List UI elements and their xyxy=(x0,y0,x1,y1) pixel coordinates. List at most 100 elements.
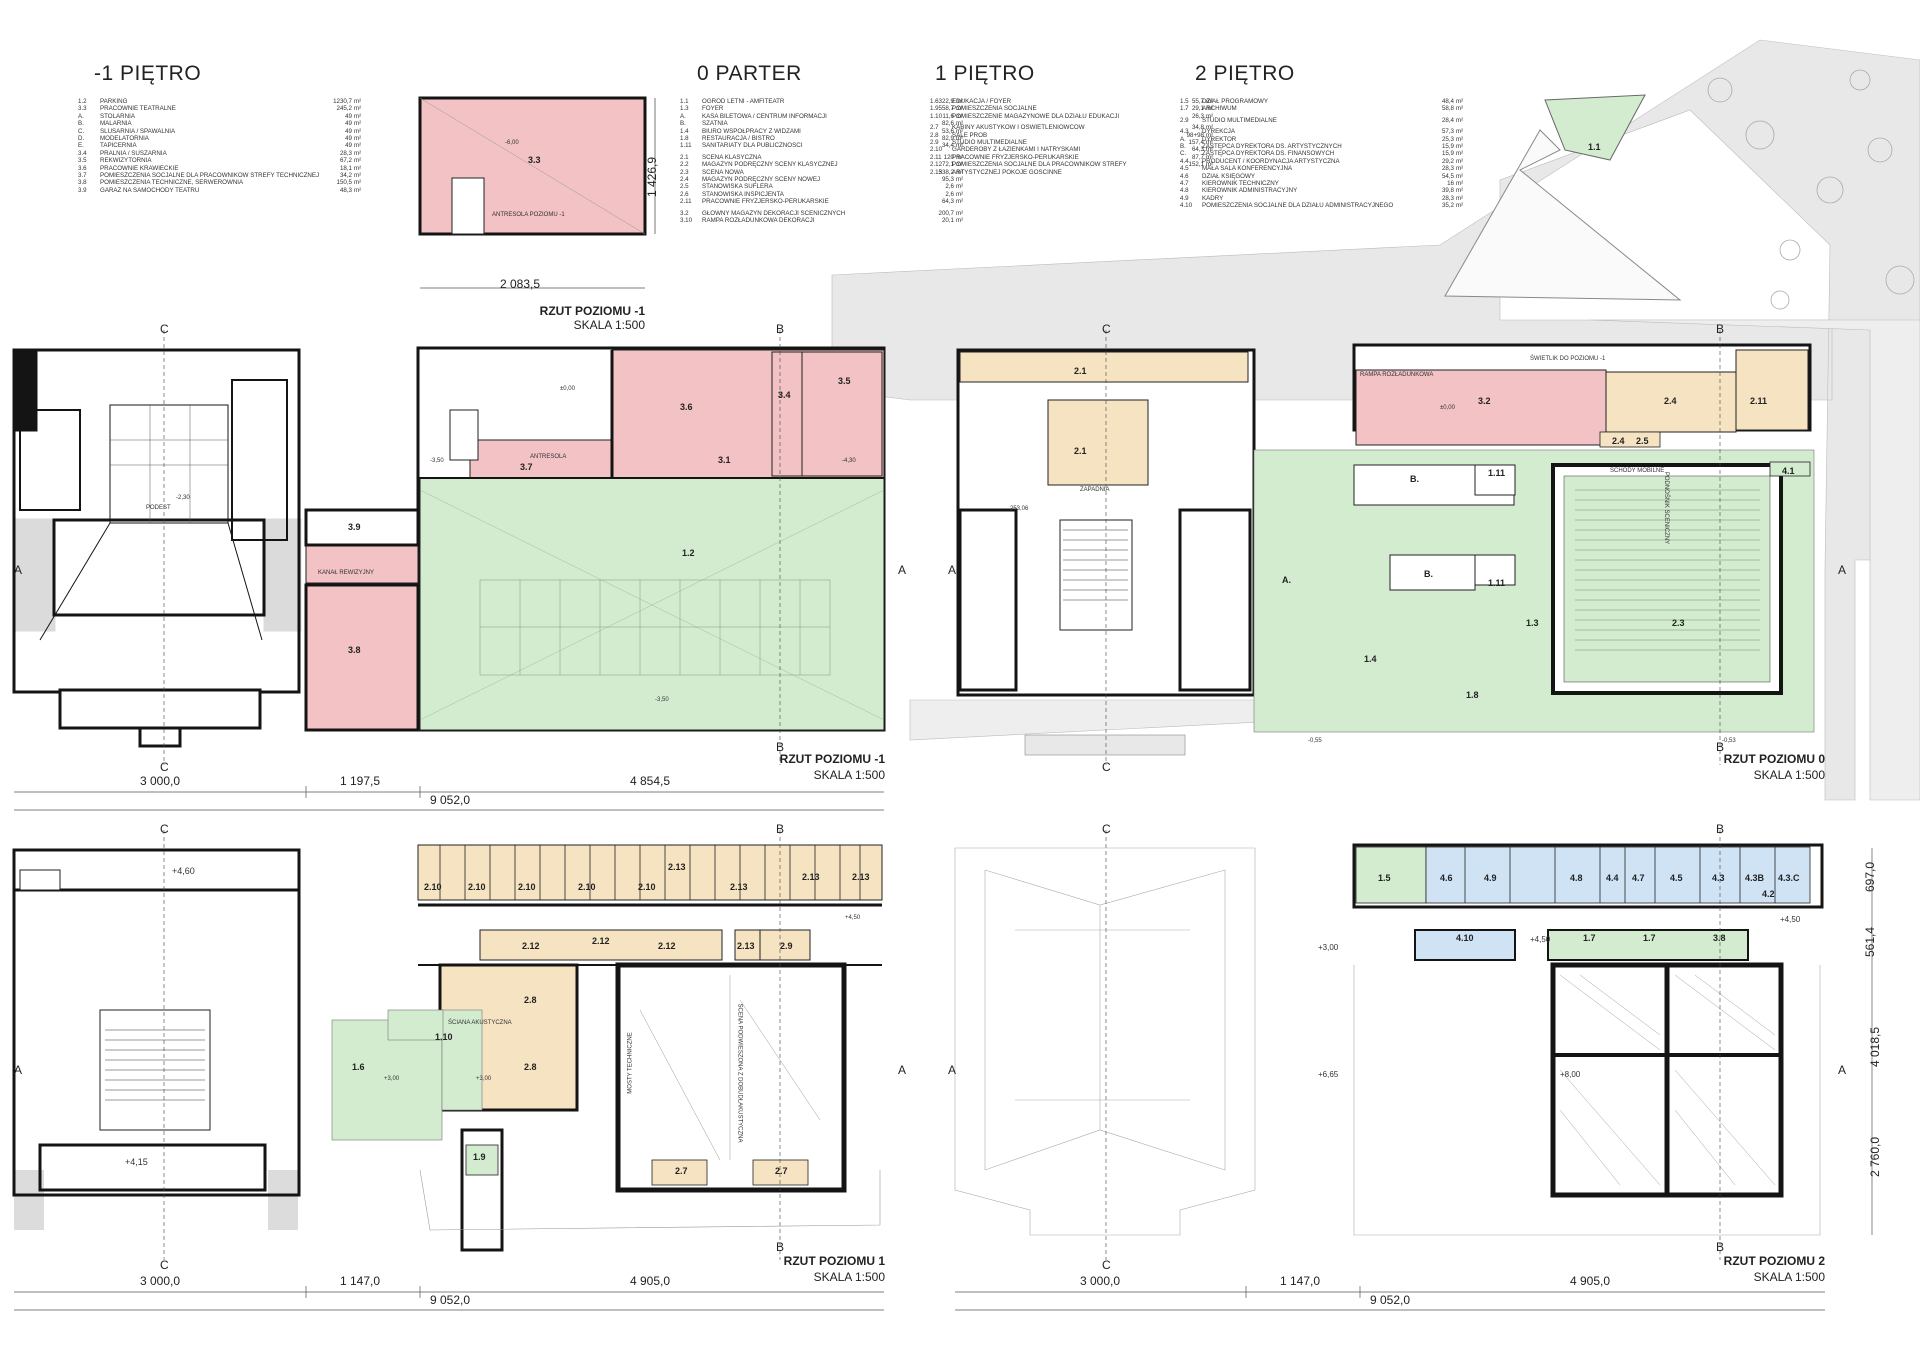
legend-code: 2.1 xyxy=(680,153,689,161)
legend-area: 35,2 xyxy=(1441,202,1454,210)
legend-unit: m² xyxy=(956,112,964,120)
inset-title: RZUT POZIOMU -1 xyxy=(539,304,645,318)
legend-unit: m² xyxy=(1456,98,1464,105)
legend-code: C. xyxy=(78,127,85,135)
legend-area: 157,4 xyxy=(1188,139,1204,147)
legend-code: 2.9 xyxy=(1180,116,1189,124)
section-marker-c-1-top: C xyxy=(160,822,169,836)
legend-unit: m² xyxy=(956,135,964,143)
legend-name: GŁÓWNY MAGAZYN DEKORACJI SCENICZNYCH xyxy=(702,209,846,217)
room-2-4-7: 4.7 xyxy=(1632,873,1645,883)
legend-area: 200,7 xyxy=(938,209,954,217)
level-2-d: +8,00 xyxy=(1560,1070,1581,1079)
legend-area: 82,6 xyxy=(941,120,954,128)
room-1-2-10e: 2.10 xyxy=(638,882,656,892)
level-minus1-e: -3,50 xyxy=(655,697,669,703)
legend-area: 15,9 xyxy=(1441,143,1454,151)
section-marker-a-0-right: A xyxy=(1838,563,1847,577)
room-0-2-1a: 2.1 xyxy=(1074,366,1087,376)
hatch-level2 xyxy=(1559,974,1776,1186)
dim-minus1-c: 4 854,5 xyxy=(629,774,671,788)
legend-code: 1.2 xyxy=(78,98,87,105)
legend-name: PRACOWNIE KRAWIECKIE xyxy=(100,164,179,172)
grid-minus1-historic xyxy=(110,405,228,523)
legend-unit: m² xyxy=(956,176,964,184)
legend-code: 3.2 xyxy=(680,209,689,217)
legend-name: MAGAZYN PODRĘCZNY SCENY NOWEJ xyxy=(702,176,821,184)
room-1-2-10d: 2.10 xyxy=(578,882,596,892)
legend-area: 11,6 xyxy=(942,112,954,120)
room-1-2-13c: 2.13 xyxy=(802,872,820,882)
legend-area: 49 xyxy=(345,120,352,128)
room-1-1-9: 1.9 xyxy=(473,1152,486,1162)
legend-code: 4.9 xyxy=(1180,194,1189,202)
legend-code: 4.10 xyxy=(1180,202,1193,210)
legend-area: 20,1 xyxy=(941,217,954,225)
legend-unit: m² xyxy=(354,164,362,172)
inset-minus1-plan xyxy=(418,96,656,289)
legend-area: 55,7 xyxy=(1191,98,1204,105)
level-1-e: +3,00 xyxy=(476,1076,492,1082)
legend-name: TAPICERNIA xyxy=(100,142,137,150)
level-2-c: +6,65 xyxy=(1318,1070,1339,1079)
legend-name: KASA BILETOWA / CENTRUM INFORMACJI xyxy=(702,112,827,120)
level-2-e: +4,50 xyxy=(1780,915,1801,924)
dim-1-total: 9 052,0 xyxy=(429,1293,471,1307)
dim-2-v1: 697,0 xyxy=(1863,861,1878,893)
legend-unit: m² xyxy=(1456,172,1464,180)
legend-unit: m² xyxy=(1206,139,1214,147)
legend-unit: m² xyxy=(956,190,964,198)
dim-2-c: 4 905,0 xyxy=(1569,1274,1611,1288)
legend-code: 1.10 xyxy=(930,112,943,120)
room-0-B2: B. xyxy=(1424,569,1433,579)
legend-name: GARAŻ NA SAMOCHODY TEATRU xyxy=(100,186,200,194)
dim-minus1-b: 1 197,5 xyxy=(339,774,381,788)
antresola-label: ANTRESOLA xyxy=(530,454,567,460)
room-1-2-13a: 2.13 xyxy=(668,862,686,872)
inset-caption: ANTRESOLA POZIOMU -1 xyxy=(492,212,565,218)
room-1-2-13e: 2.13 xyxy=(737,941,755,951)
room-1-2-8a: 2.8 xyxy=(524,995,537,1005)
room-2-4-10: 4.10 xyxy=(1456,933,1474,943)
legend-unit: m² xyxy=(956,183,964,191)
sciana-label: ŚCIANA AKUSTYCZNA xyxy=(448,1020,512,1026)
legend-code: A. xyxy=(1180,135,1186,143)
section-marker-a-m1-right: A xyxy=(898,563,907,577)
legend-code: 4.5 xyxy=(1180,165,1189,173)
plan-1-scale: SKALA 1:500 xyxy=(813,1270,885,1284)
room-1-1-10: 1.10 xyxy=(435,1032,453,1042)
legend-code: 2.9 xyxy=(930,139,939,147)
legend-area: 29,2 xyxy=(1441,157,1454,165)
legend-name: POMIESZCZENIA SOCJALNE DLA PRACOWNIKÓW S… xyxy=(100,172,320,180)
rampa-label: RAMPA ROZŁADUNKOWA xyxy=(1360,372,1434,378)
room-0-1-3: 1.3 xyxy=(1526,618,1539,628)
legend-unit: m² xyxy=(354,186,362,194)
legend-unit: m² xyxy=(956,198,964,206)
room-2-4-3b: 4.3B xyxy=(1745,873,1765,883)
legend-area: 26,3 xyxy=(1191,112,1204,120)
legend-unit: m² xyxy=(1206,146,1214,154)
legend-unit: m² xyxy=(956,98,964,105)
section-marker-c-2-top: C xyxy=(1102,822,1111,836)
parking-bays xyxy=(419,489,885,721)
swietlik-label: ŚWIETLIK DO POZIOMU -1 xyxy=(1530,356,1606,362)
room-2-4-3: 4.3 xyxy=(1712,873,1725,883)
legend-unit: m² xyxy=(1456,157,1464,165)
scena-label: SCENA PODWIESZONA Z DOBUDŁAKUSTYCZNA xyxy=(736,1003,743,1143)
legend-unit: m² xyxy=(1456,135,1464,143)
legend-area: 58,8 xyxy=(1441,105,1454,113)
